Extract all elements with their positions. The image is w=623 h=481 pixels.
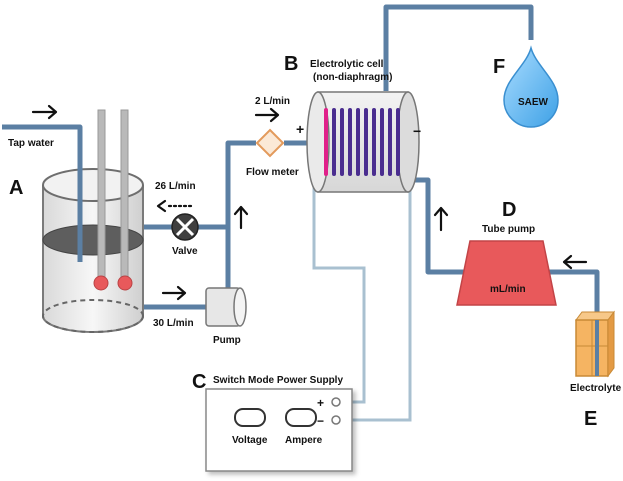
power-supply xyxy=(205,388,353,472)
electrode-plate xyxy=(364,108,368,176)
electrolyte-label: Electrolyte xyxy=(570,383,622,394)
tube-pump xyxy=(456,240,557,306)
dotted-arrow-left-icon xyxy=(156,199,193,213)
cell-to-tube-pump-pipe xyxy=(408,177,470,275)
arrow-up-icon xyxy=(433,206,449,232)
letter-f: F xyxy=(493,56,505,78)
arrow-right-icon xyxy=(31,104,58,120)
cell-plus-sign: + xyxy=(296,121,304,137)
electrolytic-cell xyxy=(306,91,420,193)
flow-rate-30-label: 30 L/min xyxy=(153,318,194,329)
power-supply-label: Switch Mode Power Supply xyxy=(213,375,343,386)
water-level xyxy=(42,224,144,256)
electrolyte-container xyxy=(575,310,615,378)
ampere-indicator xyxy=(285,408,317,427)
electrode-plate xyxy=(356,108,360,176)
letter-d: D xyxy=(502,199,516,221)
electrode-plate xyxy=(348,108,352,176)
droplet-icon xyxy=(503,45,559,128)
letter-b: B xyxy=(284,53,298,75)
positive-wire xyxy=(312,182,366,404)
valve-icon xyxy=(171,213,199,241)
pump xyxy=(205,287,247,327)
electrode-plate xyxy=(396,108,400,176)
cell-label-line2: (non-diaphragm) xyxy=(313,72,392,83)
psu-minus-sign: − xyxy=(317,414,324,428)
electrode-plate xyxy=(332,108,336,176)
electrode-plates xyxy=(324,108,400,176)
water-tank xyxy=(42,109,144,333)
arrow-up-icon xyxy=(233,205,249,230)
letter-e: E xyxy=(584,408,597,430)
cell-outlet-pipe xyxy=(383,4,534,91)
tube-pump-label: Tube pump xyxy=(482,224,535,235)
ampere-label: Ampere xyxy=(285,435,323,446)
electrode-plate xyxy=(340,108,344,176)
probe-2 xyxy=(120,109,129,283)
negative-wire xyxy=(340,182,412,422)
electrode-plate xyxy=(324,108,328,176)
arrow-right-icon xyxy=(254,107,280,123)
flow-meter-label: Flow meter xyxy=(246,167,299,178)
cell-label-line1: Electrolytic cell xyxy=(310,59,384,70)
flow-meter xyxy=(255,128,285,158)
flow-rate-26-label: 26 L/min xyxy=(155,181,196,192)
valve-label: Valve xyxy=(172,246,198,257)
electrode-plate xyxy=(388,108,392,176)
cell-minus-sign: − xyxy=(413,123,421,139)
arrow-right-icon xyxy=(161,285,187,301)
arrow-left-icon xyxy=(562,254,588,270)
flow-rate-2-label: 2 L/min xyxy=(255,96,290,107)
voltage-label: Voltage xyxy=(232,435,268,446)
saew-label: SAEW xyxy=(518,97,549,108)
voltage-indicator xyxy=(234,408,266,427)
tap-water-label: Tap water xyxy=(8,138,54,149)
electrode-plate xyxy=(380,108,384,176)
electrical-wires xyxy=(312,182,412,422)
pump-riser-pipe xyxy=(225,140,256,288)
electrode-plate xyxy=(372,108,376,176)
positive-terminal xyxy=(331,397,341,407)
tube-pump-unit-label: mL/min xyxy=(490,284,526,295)
negative-terminal xyxy=(331,415,341,425)
tube-pump-to-electrolyte-pipe xyxy=(543,269,600,320)
letter-c: C xyxy=(192,371,206,393)
pump-label: Pump xyxy=(213,335,241,346)
letter-a: A xyxy=(9,177,23,199)
psu-plus-sign: + xyxy=(317,396,324,410)
probe-1 xyxy=(97,109,106,283)
